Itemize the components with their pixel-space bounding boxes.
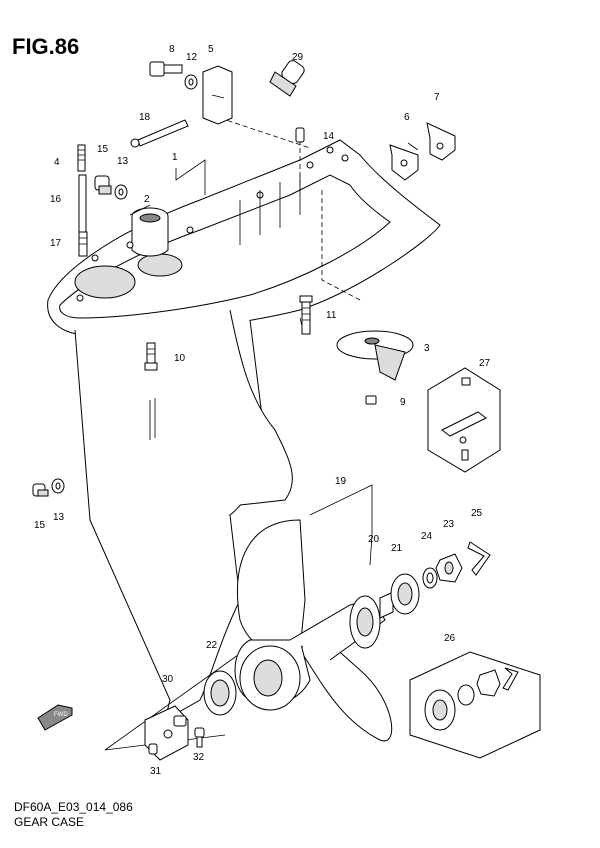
washer-13-upper xyxy=(114,184,128,200)
callout-31: 31 xyxy=(150,766,162,777)
callout-12: 12 xyxy=(186,52,198,63)
callout-9: 9 xyxy=(400,397,406,408)
callout-1: 1 xyxy=(172,152,178,163)
bolt-10 xyxy=(144,342,158,371)
callout-10: 10 xyxy=(174,353,186,364)
spacer-20 xyxy=(379,591,394,619)
trim-tab-kit-27 xyxy=(427,367,501,473)
washer-24 xyxy=(422,567,438,589)
callout-7: 7 xyxy=(434,92,440,103)
plug-15-lower xyxy=(32,483,49,497)
figure-title: FIG.86 xyxy=(12,34,80,59)
fwd-label: FWD xyxy=(54,712,68,718)
callout-24: 24 xyxy=(421,531,433,542)
drawing-caption: GEAR CASE xyxy=(14,815,85,829)
cable-tie-18 xyxy=(130,119,189,148)
cover-5 xyxy=(202,65,233,125)
plug-15-upper xyxy=(94,175,112,195)
plug-31 xyxy=(148,743,158,755)
callout-14: 14 xyxy=(323,131,335,142)
callout-25: 25 xyxy=(471,508,483,519)
callout-11: 11 xyxy=(326,310,337,321)
callout-13-upper: 13 xyxy=(117,156,129,167)
callout-6: 6 xyxy=(404,112,410,123)
trim-tab-3 xyxy=(336,330,414,381)
dowel-pin-14 xyxy=(295,127,305,143)
callout-27: 27 xyxy=(479,358,491,369)
stud-17 xyxy=(78,231,88,257)
callout-20: 20 xyxy=(368,534,380,545)
thrust-washer-21 xyxy=(390,573,420,615)
screw-32 xyxy=(194,727,205,748)
callout-3: 3 xyxy=(424,343,430,354)
callout-8: 8 xyxy=(169,44,175,55)
callout-22: 22 xyxy=(206,640,218,651)
washer-12 xyxy=(184,74,198,90)
bushing-22 xyxy=(203,670,237,716)
callout-19: 19 xyxy=(335,476,347,487)
callout-4: 4 xyxy=(54,157,60,168)
plug-29 xyxy=(269,60,305,97)
callout-2: 2 xyxy=(144,194,150,205)
callout-18: 18 xyxy=(139,112,151,123)
cotter-pin-25 xyxy=(467,541,491,576)
callout-30: 30 xyxy=(162,674,174,685)
bracket-6 xyxy=(389,144,419,181)
callout-15-upper: 15 xyxy=(97,144,109,155)
callout-26: 26 xyxy=(444,633,456,644)
bolt-8 xyxy=(149,61,183,77)
bracket-7 xyxy=(426,122,456,161)
callout-21: 21 xyxy=(391,543,403,554)
leader-lines xyxy=(104,117,419,751)
drawing-code: DF60A_E03_014_086 xyxy=(14,800,133,814)
stud-4 xyxy=(77,144,86,172)
callout-labels: 8 12 5 29 7 6 18 14 4 15 13 1 2 16 17 11… xyxy=(34,44,491,777)
gear-case-housing xyxy=(47,139,441,722)
callout-32: 32 xyxy=(193,752,205,763)
bolt-11 xyxy=(299,295,313,335)
propeller-kit-26 xyxy=(409,651,541,759)
propeller-19 xyxy=(234,519,393,742)
callout-15-lower: 15 xyxy=(34,520,46,531)
callout-16: 16 xyxy=(50,194,62,205)
callout-29: 29 xyxy=(292,52,304,63)
forward-direction-badge: FWD xyxy=(37,704,73,731)
callout-5: 5 xyxy=(208,44,214,55)
bolt-9 xyxy=(365,395,377,405)
callout-23: 23 xyxy=(443,519,455,530)
washer-13-lower xyxy=(51,478,65,494)
callout-13-lower: 13 xyxy=(53,512,65,523)
propeller-nut-23 xyxy=(435,553,463,583)
callout-17: 17 xyxy=(50,238,62,249)
